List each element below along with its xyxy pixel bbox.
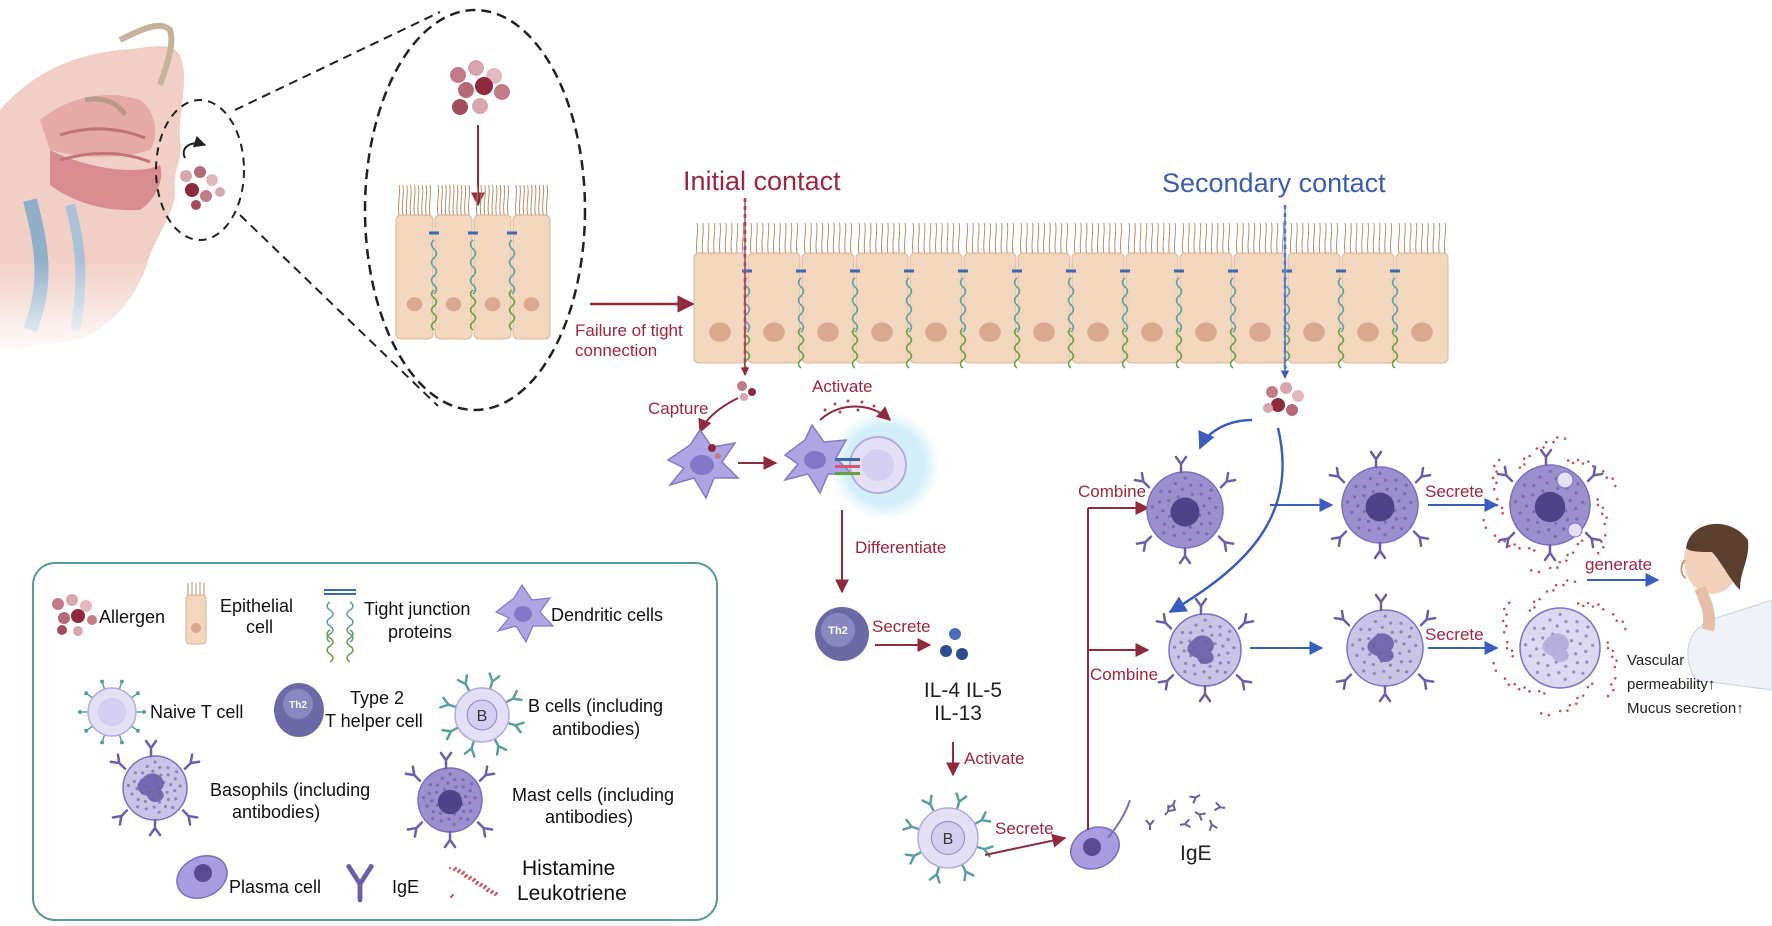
zoom-ellipse-large xyxy=(363,8,587,412)
legend-th2-line1: Type 2 xyxy=(350,688,404,708)
legend-epithelial-line1: Epithelial xyxy=(220,596,293,616)
failure-label-line1: Failure of tight xyxy=(575,321,683,340)
legend-plasma-label: Plasma cell xyxy=(229,877,321,897)
zoom-epithelium xyxy=(395,184,551,340)
main-epithelium xyxy=(693,222,1449,369)
legend-th2-badge: Th2 xyxy=(289,700,307,711)
plasma-cell xyxy=(1070,799,1131,870)
secondary-contact-title: Secondary contact xyxy=(1162,168,1386,198)
b-cell: B xyxy=(902,792,994,884)
activate-b-label: Activate xyxy=(964,749,1024,768)
legend-mast-line2: antibodies) xyxy=(545,807,633,827)
capture-arrow xyxy=(698,397,739,434)
legend-tight-junction-icon xyxy=(324,589,356,663)
legend-bcell-line1: B cells (including xyxy=(528,696,663,716)
secreted-ige xyxy=(1145,794,1226,832)
activation-dots xyxy=(823,399,876,414)
il-label-line1: IL-4 IL-5 xyxy=(924,679,1002,702)
legend-plasma-icon xyxy=(176,855,228,899)
interleukin-molecules xyxy=(940,628,968,660)
basophil-degranulating xyxy=(1492,579,1627,717)
vascular-line2: permeability↑ xyxy=(1627,676,1715,693)
combine-top-label: Combine xyxy=(1078,482,1146,501)
legend-epithelial-line2: cell xyxy=(246,617,273,637)
b-cell-badge: B xyxy=(943,831,954,848)
legend-tight-line1: Tight junction xyxy=(364,599,470,619)
legend-allergen-label: Allergen xyxy=(99,607,165,627)
legend-dendritic-label: Dendritic cells xyxy=(551,605,663,625)
th2-badge: Th2 xyxy=(828,625,848,637)
allergen-cluster-nose xyxy=(180,166,225,210)
zoom-line-top xyxy=(234,11,441,111)
th2-secrete-label: Secrete xyxy=(872,617,931,636)
capture-label: Capture xyxy=(648,399,708,418)
initial-contact-title: Initial contact xyxy=(683,166,841,196)
mucus-label: Mucus secretion↑ xyxy=(1627,700,1744,717)
legend-baso-line2: antibodies) xyxy=(232,802,320,822)
zoom-ellipse-small xyxy=(155,99,245,241)
mast-cell-ige-bound xyxy=(1133,455,1237,565)
activation-complex xyxy=(782,410,940,520)
generate-label: generate xyxy=(1585,555,1652,574)
legend-basophil-icon xyxy=(109,739,201,837)
legend-tight-line2: proteins xyxy=(388,622,452,642)
mast-cell-sensitized xyxy=(1328,450,1432,560)
nasal-anatomy-illustration xyxy=(0,22,200,360)
dendritic-cell-capture xyxy=(666,428,740,500)
legend-baso-line1: Basophils (including xyxy=(210,780,370,800)
activate-top-arrow xyxy=(819,405,892,421)
legend-allergen-icon xyxy=(52,594,97,636)
allergen-penetrated-initial xyxy=(737,381,756,401)
differentiate-label: Differentiate xyxy=(855,538,946,557)
legend-mast-icon xyxy=(404,751,496,849)
allergen-cluster-zoom xyxy=(450,60,510,115)
zoom-line-bottom xyxy=(239,214,439,407)
basophil-sensitized xyxy=(1333,593,1437,703)
failure-label-line2: connection xyxy=(575,341,657,360)
legend-box xyxy=(32,562,718,921)
legend-bcell-icon: B xyxy=(439,672,525,758)
legend-epithelial-icon xyxy=(185,582,207,645)
b-secrete-arrow xyxy=(984,833,1067,856)
legend-th2-line2: T helper cell xyxy=(325,711,423,731)
activate-top-label: Activate xyxy=(812,377,872,396)
legend-histamine-icon xyxy=(448,866,499,899)
legend-naive-tcell-icon xyxy=(78,679,146,745)
legend-ige-icon xyxy=(346,864,374,903)
basophil-ige-bound xyxy=(1155,597,1255,703)
mast-cell-degranulating xyxy=(1482,436,1617,574)
allergen-penetrated-secondary xyxy=(1263,382,1304,416)
legend-ige-label: IgE xyxy=(392,877,419,897)
legend-bcell-line2: antibodies) xyxy=(552,719,640,739)
vascular-line1: Vascular xyxy=(1627,652,1684,669)
legend-dendritic-icon xyxy=(494,583,555,644)
secondary-to-mast-arrow xyxy=(1198,418,1253,450)
legend-leukotriene-label: Leukotriene xyxy=(517,882,627,905)
b-secrete-label: Secrete xyxy=(995,819,1054,838)
mast-secrete-label: Secrete xyxy=(1425,482,1484,501)
person-illustration xyxy=(1680,523,1772,691)
legend-histamine-label: Histamine xyxy=(522,857,615,880)
legend-th2-icon: Th2 xyxy=(274,683,324,737)
b-cell-badge: B xyxy=(477,708,488,725)
legend-mast-line1: Mast cells (including xyxy=(512,785,674,805)
combine-bottom-label: Combine xyxy=(1090,665,1158,684)
th2-cell: Th2 xyxy=(815,607,869,661)
ige-label: IgE xyxy=(1180,842,1212,865)
inhale-arrow xyxy=(182,135,207,159)
il-label-line2: IL-13 xyxy=(934,702,982,725)
legend-naive-label: Naive T cell xyxy=(150,702,243,722)
basophil-secrete-label: Secrete xyxy=(1425,625,1484,644)
secondary-to-basophil-arrow xyxy=(1168,427,1284,614)
